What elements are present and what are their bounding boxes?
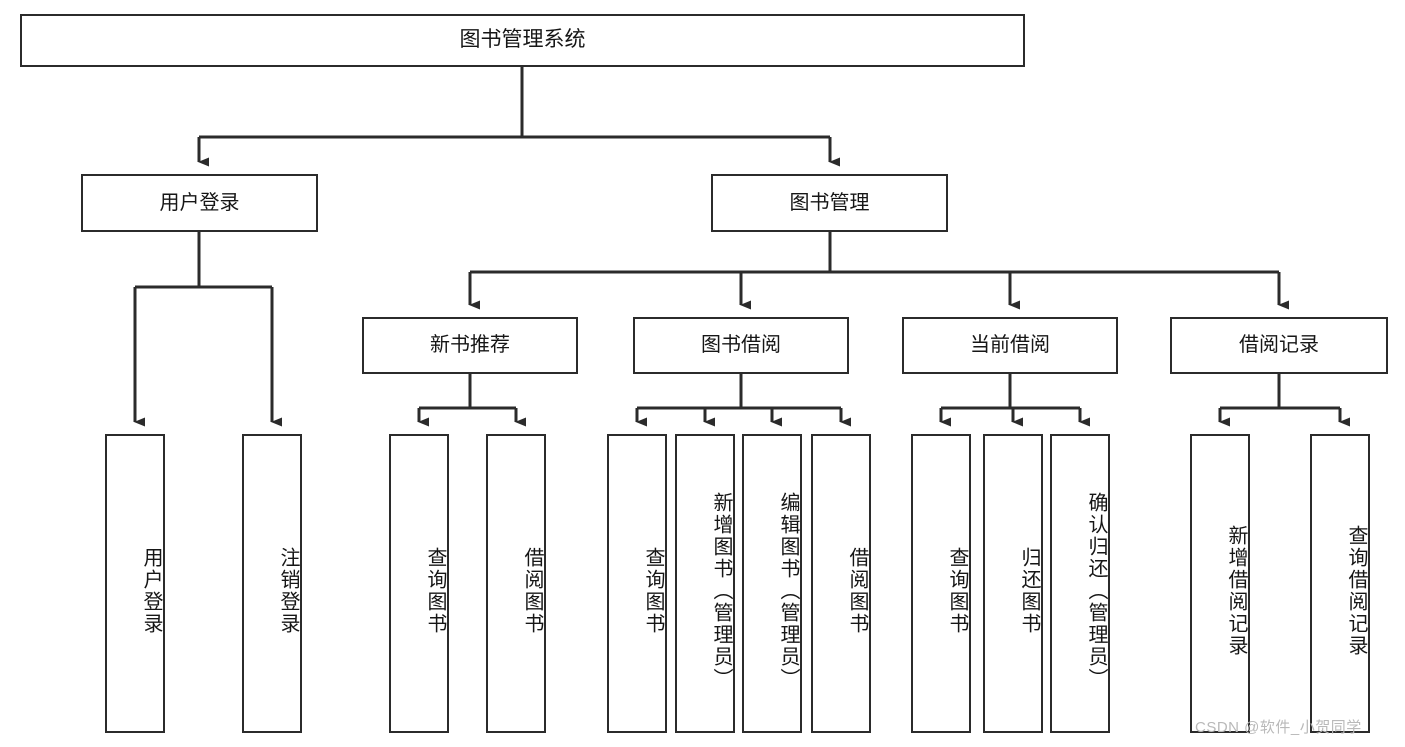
node-root[interactable]: 图书管理系统: [20, 14, 1025, 67]
leaf-add-book-admin[interactable]: 新增图书（管理员）: [675, 434, 735, 733]
node-user-login-label: 用户登录: [159, 191, 240, 214]
node-borrow-record[interactable]: 借阅记录: [1170, 317, 1388, 374]
leaf-user-login[interactable]: 用户登录: [105, 434, 165, 733]
leaf-return-book[interactable]: 归还图书: [983, 434, 1043, 733]
node-book-borrow-label: 图书借阅: [701, 334, 781, 356]
leaf-label: 查询图书: [946, 546, 968, 635]
node-current-borrow[interactable]: 当前借阅: [902, 317, 1118, 374]
leaf-label: 编辑图书（管理员）: [777, 491, 799, 690]
leaf-query-book-recommend[interactable]: 查询图书: [389, 434, 449, 733]
leaf-label: 确认归还（管理员）: [1085, 491, 1107, 690]
leaf-label: 用户登录: [140, 546, 162, 635]
leaf-label: 归还图书: [1018, 546, 1040, 635]
node-book-management[interactable]: 图书管理: [711, 174, 948, 232]
leaf-borrow-book-recommend[interactable]: 借阅图书: [486, 434, 546, 733]
node-new-book-recommend[interactable]: 新书推荐: [362, 317, 578, 374]
leaf-confirm-return-admin[interactable]: 确认归还（管理员）: [1050, 434, 1110, 733]
leaf-label: 注销登录: [277, 546, 299, 635]
node-borrow-record-label: 借阅记录: [1239, 334, 1319, 356]
leaf-add-borrow-record[interactable]: 新增借阅记录: [1190, 434, 1250, 733]
leaf-label: 新增借阅记录: [1225, 524, 1247, 657]
leaf-logout-login[interactable]: 注销登录: [242, 434, 302, 733]
node-book-management-label: 图书管理: [789, 191, 870, 214]
leaf-label: 借阅图书: [846, 546, 868, 635]
leaf-label: 查询图书: [424, 546, 446, 635]
leaf-edit-book-admin[interactable]: 编辑图书（管理员）: [742, 434, 802, 733]
leaf-label: 新增图书（管理员）: [710, 491, 732, 690]
watermark-text: CSDN @软件_小贺同学: [1195, 719, 1362, 736]
leaf-borrow-book[interactable]: 借阅图书: [811, 434, 871, 733]
node-user-login[interactable]: 用户登录: [81, 174, 318, 232]
node-root-label: 图书管理系统: [459, 28, 586, 52]
node-current-borrow-label: 当前借阅: [970, 334, 1050, 356]
leaf-query-book-borrow[interactable]: 查询图书: [607, 434, 667, 733]
node-new-book-recommend-label: 新书推荐: [430, 334, 510, 356]
leaf-label: 查询借阅记录: [1345, 524, 1367, 657]
leaf-label: 借阅图书: [521, 546, 543, 635]
node-book-borrow[interactable]: 图书借阅: [633, 317, 849, 374]
leaf-query-borrow-record[interactable]: 查询借阅记录: [1310, 434, 1370, 733]
leaf-label: 查询图书: [642, 546, 664, 635]
leaf-query-book-current[interactable]: 查询图书: [911, 434, 971, 733]
